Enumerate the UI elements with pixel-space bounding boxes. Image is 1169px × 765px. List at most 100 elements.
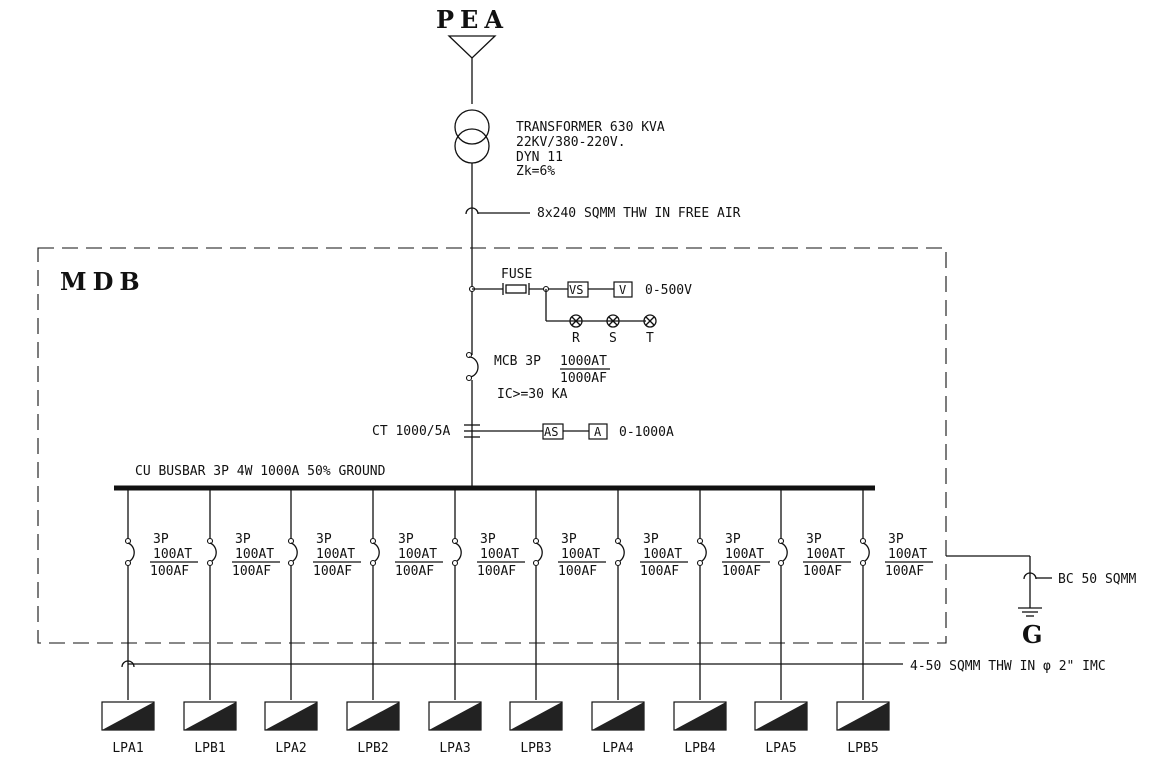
- branch-breaker-at: 100AT: [888, 547, 927, 562]
- breaker-contact-bottom: [777, 559, 785, 567]
- main-cable-label: 8x240 SQMM THW IN FREE AIR: [537, 206, 741, 221]
- branch-breaker-at: 100AT: [153, 547, 192, 562]
- breaker-contact-bottom: [859, 559, 867, 567]
- branch-breaker-at: 100AT: [561, 547, 600, 562]
- panel-lpb2[interactable]: LPB2: [346, 701, 400, 756]
- panel-lpa4[interactable]: LPA4: [591, 701, 645, 756]
- panel-lpa2[interactable]: LPA2: [264, 701, 318, 756]
- branch-breaker-at: 100AT: [806, 547, 845, 562]
- a-label: A: [594, 425, 602, 439]
- panel-lpa1[interactable]: LPA1: [101, 701, 155, 756]
- ct-icon: [464, 424, 480, 438]
- breaker-contact-top: [777, 537, 785, 545]
- branch-breaker-poles: 3P: [153, 532, 169, 547]
- panel-label: LPB1: [194, 741, 225, 756]
- breaker-arc-icon: [290, 542, 298, 563]
- branch-breaker-poles: 3P: [480, 532, 496, 547]
- panel-lpb1[interactable]: LPB1: [183, 701, 237, 756]
- panel-shade: [347, 702, 399, 730]
- panel-label: LPA5: [765, 741, 796, 756]
- lamp-label-s: S: [609, 331, 617, 346]
- lamp-label-t: T: [646, 331, 654, 346]
- ammeter-range: 0-1000A: [619, 425, 674, 440]
- branch-breaker-af: 100AF: [722, 564, 761, 579]
- branch-breaker-poles: 3P: [398, 532, 414, 547]
- panel-shade: [837, 702, 889, 730]
- breaker-contact-top: [614, 537, 622, 545]
- branch-breaker-af: 100AF: [640, 564, 679, 579]
- lamp-t-icon: [643, 314, 657, 328]
- breaker-contact-top: [859, 537, 867, 545]
- branch-breaker-af: 100AF: [313, 564, 352, 579]
- branch-breaker-af: 100AF: [803, 564, 842, 579]
- panel-shade: [265, 702, 317, 730]
- ground-label: G: [1022, 620, 1043, 649]
- branch-breaker-poles: 3P: [806, 532, 822, 547]
- voltmeter-box: [613, 281, 633, 298]
- main-breaker-at: 1000AT: [560, 354, 607, 369]
- branch-breaker-at: 100AT: [398, 547, 437, 562]
- breaker-contact-bottom: [451, 559, 459, 567]
- branch-breaker-poles: 3P: [235, 532, 251, 547]
- lamp-r-icon: [569, 314, 583, 328]
- branch-breaker-at: 100AT: [235, 547, 274, 562]
- breaker-contact-top: [369, 537, 377, 545]
- panel-lpb5[interactable]: LPB5: [836, 701, 890, 756]
- main-breaker-icon: [465, 351, 479, 382]
- breaker-arc-icon: [617, 542, 625, 563]
- breaker-contact-bottom: [287, 559, 295, 567]
- lamp-label-r: R: [572, 331, 580, 346]
- feeder-cable-arc-icon: [121, 660, 135, 668]
- panel-lpa3[interactable]: LPA3: [428, 701, 482, 756]
- mdb-label: MDB: [60, 267, 146, 296]
- branch-breaker-at: 100AT: [725, 547, 764, 562]
- branch-breaker-poles: 3P: [888, 532, 904, 547]
- breaker-contact-bottom: [614, 559, 622, 567]
- panel-label: LPA1: [112, 741, 143, 756]
- breaker-contact-bottom: [532, 559, 540, 567]
- v-label: V: [619, 283, 626, 297]
- panel-shade: [429, 702, 481, 730]
- transformer-spec-line4: Zk=6%: [516, 164, 555, 179]
- branch-feeders: 3P100AT100AF3P100AT100AF3P100AT100AF3P10…: [121, 488, 933, 700]
- breaker-arc-icon: [699, 542, 707, 563]
- panel-shade: [592, 702, 644, 730]
- busbar-label: CU BUSBAR 3P 4W 1000A 50% GROUND: [135, 464, 386, 479]
- ground-icon: [1018, 607, 1042, 617]
- branch-breaker-af: 100AF: [885, 564, 924, 579]
- as-label: AS: [544, 425, 558, 439]
- panel-label: LPA3: [439, 741, 470, 756]
- breaker-arc-icon: [127, 542, 135, 563]
- fuse-label: FUSE: [501, 267, 532, 282]
- breaker-arc-icon: [372, 542, 380, 563]
- breaker-contact-top: [124, 537, 132, 545]
- lamp-s-icon: [606, 314, 620, 328]
- breaker-contact-top: [206, 537, 214, 545]
- source-triangle-icon: [447, 35, 497, 59]
- ammeter-box: [588, 423, 608, 440]
- panel-lpb3[interactable]: LPB3: [509, 701, 563, 756]
- transformer-icon: [454, 109, 490, 164]
- breaker-arc-icon: [209, 542, 217, 563]
- branch-breaker-poles: 3P: [725, 532, 741, 547]
- breaker-contact-top: [451, 537, 459, 545]
- panel-label: LPB2: [357, 741, 388, 756]
- main-breaker-ic: IC>=30 KA: [497, 387, 568, 402]
- feeder-cable-label: 4-50 SQMM THW IN φ 2" IMC: [910, 659, 1106, 674]
- branch-breaker-af: 100AF: [150, 564, 189, 579]
- panel-lpa5[interactable]: LPA5: [754, 701, 808, 756]
- panel-lpb4[interactable]: LPB4: [673, 701, 727, 756]
- vs-label: VS: [569, 283, 583, 297]
- panel-label: LPB4: [684, 741, 715, 756]
- branch-breaker-poles: 3P: [316, 532, 332, 547]
- panel-shade: [674, 702, 726, 730]
